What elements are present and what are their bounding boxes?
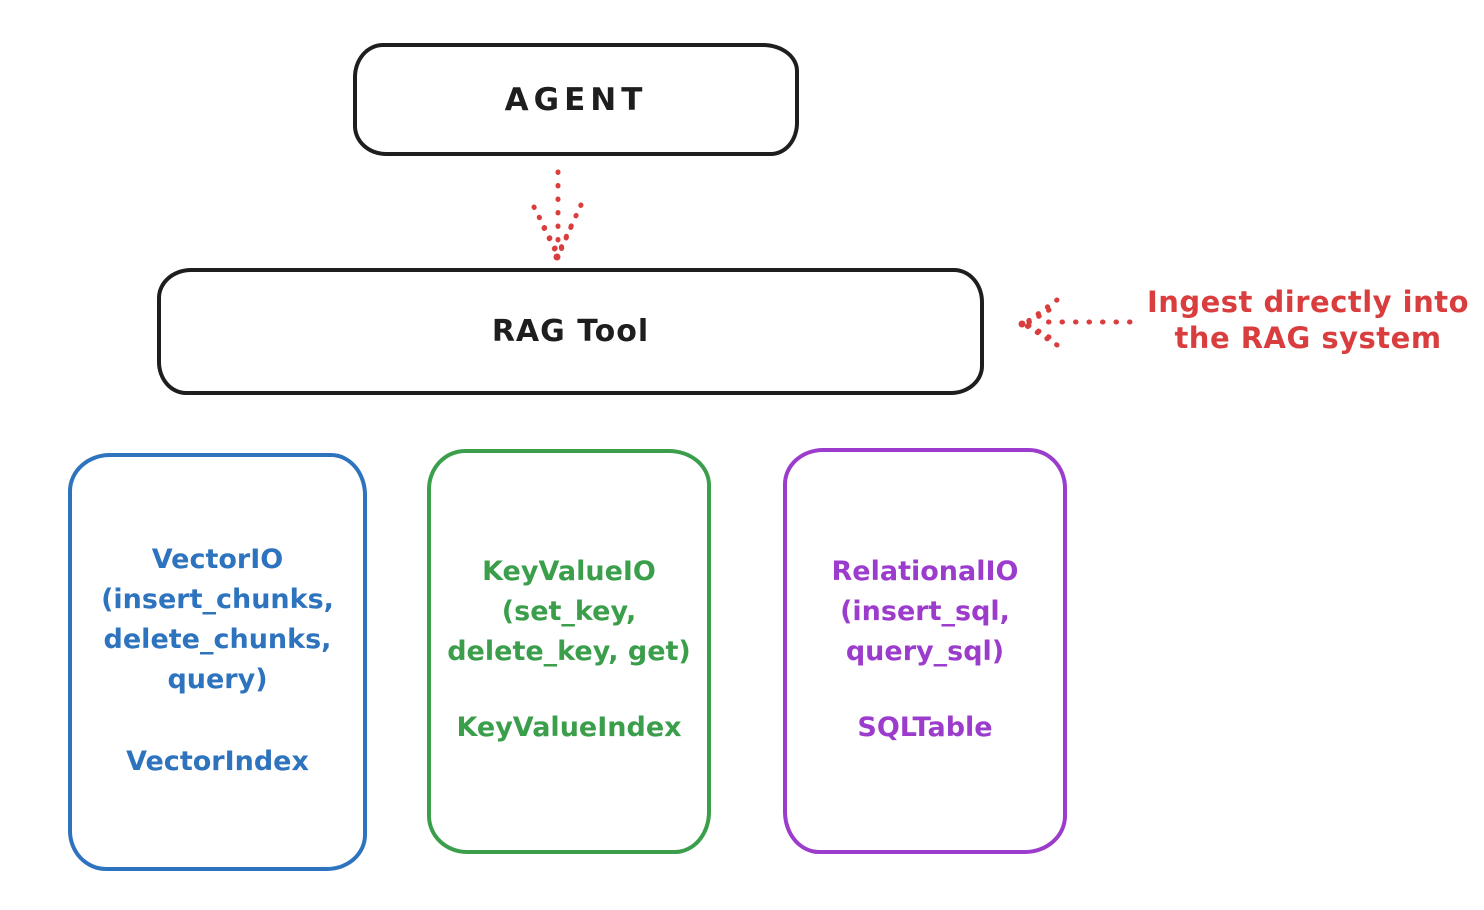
agent-box-label: AGENT [504, 81, 648, 118]
relational-io-line: (insert_sql, [840, 596, 1010, 627]
keyvalue-index-label: KeyValueIndex [456, 712, 682, 743]
rag-tool-box-label: RAG Tool [491, 314, 650, 349]
vector-io-line: delete_chunks, [103, 624, 332, 655]
ingest-annotation: Ingest directly into the RAG system [1140, 284, 1476, 356]
relational-io-line: RelationalIO [831, 556, 1019, 587]
vector-index-label: VectorIndex [126, 746, 309, 777]
vector-io-line: query) [167, 664, 268, 695]
vector-io-line: VectorIO [151, 544, 284, 575]
sqltable-label: SQLTable [857, 712, 993, 743]
agent-to-rag-arrow-icon [531, 169, 584, 261]
keyvalue-io-line: delete_key, get) [447, 636, 691, 667]
relational-io-line: query_sql) [845, 636, 1005, 667]
annotation-to-rag-arrow-icon [1018, 297, 1133, 348]
keyvalue-io-box: KeyValueIO (set_key, delete_key, get) Ke… [427, 449, 711, 854]
agent-box: AGENT [353, 43, 799, 156]
keyvalue-io-line: KeyValueIO [482, 556, 656, 587]
spacer [431, 672, 707, 708]
keyvalue-io-line: (set_key, [501, 596, 637, 627]
spacer [72, 700, 363, 742]
rag-tool-box: RAG Tool [157, 268, 984, 395]
ingest-annotation-line2: the RAG system [1174, 321, 1442, 355]
vector-io-line: (insert_chunks, [101, 584, 334, 615]
ingest-annotation-line1: Ingest directly into [1146, 285, 1470, 319]
spacer [787, 672, 1063, 708]
relational-io-box: RelationalIO (insert_sql, query_sql) SQL… [783, 448, 1067, 854]
vector-io-box: VectorIO (insert_chunks, delete_chunks, … [68, 453, 367, 871]
